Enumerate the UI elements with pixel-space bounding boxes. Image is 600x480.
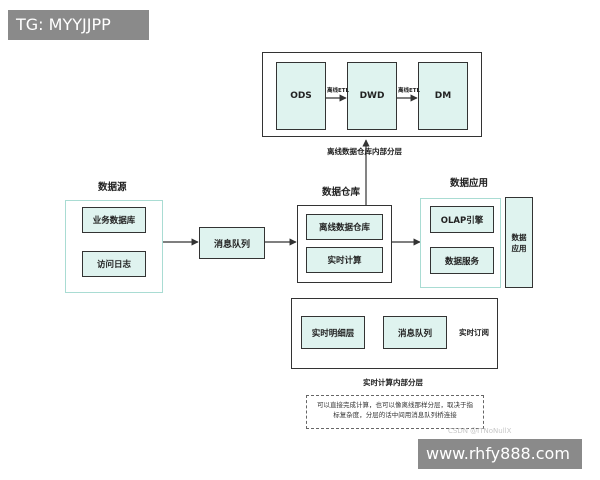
olap-engine-box: OLAP引擎	[430, 206, 494, 233]
data-source-title: 数据源	[98, 182, 127, 193]
realtime-layers-caption: 实时计算内部分层	[363, 378, 423, 387]
arrow-label-etl-1: 离线ETL	[327, 88, 350, 94]
arrow-label-etl-2: 离线ETL	[398, 88, 421, 94]
dwd-box: DWD	[347, 62, 397, 130]
realtime-detail-box: 实时明细层	[301, 316, 365, 349]
dm-box: DM	[418, 62, 468, 130]
realtime-layers-frame	[291, 298, 498, 369]
data-warehouse-title: 数据仓库	[322, 187, 361, 198]
ods-box: ODS	[276, 62, 326, 130]
data-warehouse-frame	[297, 205, 392, 283]
data-application-side-box: 数据应用	[505, 197, 533, 288]
access-log-box: 访问日志	[82, 251, 146, 277]
offline-warehouse-box: 离线数据仓库	[306, 214, 383, 240]
message-queue-box: 消息队列	[199, 227, 265, 259]
realtime-queue-box: 消息队列	[383, 316, 447, 349]
url-banner: www.rhfy888.com	[418, 439, 582, 469]
data-service-box: 数据服务	[430, 247, 494, 274]
offline-layers-frame	[262, 52, 482, 137]
csdn-watermark: CSDN @ITNoNullX	[448, 427, 512, 435]
data-source-frame	[65, 200, 163, 293]
watermark-tag: TG: MYYJJPP	[8, 10, 149, 40]
realtime-subscription-label: 实时订阅	[459, 328, 489, 337]
note-box: 可以直接完成计算，也可以像离线那样分层，取决于指标复杂度，分层的话中间用消息队列…	[306, 395, 484, 429]
offline-layers-caption: 离线数据仓库内部分层	[327, 147, 402, 156]
business-db-box: 业务数据库	[82, 207, 146, 233]
realtime-compute-box: 实时计算	[306, 247, 383, 273]
data-application-frame	[420, 198, 501, 288]
data-application-title: 数据应用	[450, 178, 489, 189]
